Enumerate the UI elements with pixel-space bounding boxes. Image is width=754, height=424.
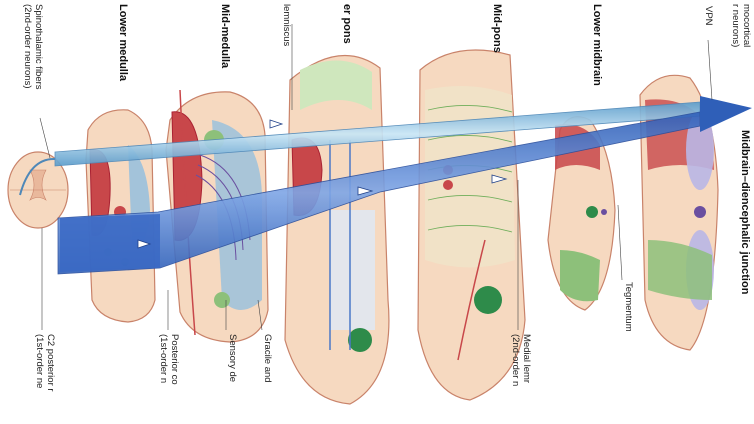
label-mocortical: mocortical [741,4,752,47]
mid-pons-section [418,50,525,400]
label-neurons-top-right: r neurons) [730,4,741,47]
label-gracile: Gracile and [262,334,273,383]
label-sensory: Sensory de [227,334,238,382]
label-first-order-left: (1st-order ne [34,334,45,388]
label-spinothalamic-order: (2nd-order neurons) [22,4,33,89]
title-lower-medulla: Lower medulla [117,4,129,82]
label-vpn: VPN [703,6,714,26]
title-pons: er pons [341,4,353,44]
label-posterior-col: Posterior co [169,334,180,385]
title-mid-medulla: Mid-medulla [219,4,231,69]
title-mid-pons: Mid-pons [491,4,503,53]
pons-section [285,56,389,405]
title-junction: Midbrain–diencephalic junction [739,130,751,295]
label-medial-lem: Medial lemr [521,334,532,383]
label-tegmentum: Tegmentum [623,282,634,332]
label-first-order-mid: (1st-order n [158,334,169,383]
pathway-arrow [700,96,752,132]
label-lemniscus: lemniscus [281,4,292,46]
title-lower-midbrain: Lower midbrain [591,4,603,86]
label-spinothalamic: Spinothalamic fibers [33,4,44,90]
label-c2-posterior: C2 posterior r [45,334,56,392]
label-second-order: (2nd-order n [510,334,521,386]
